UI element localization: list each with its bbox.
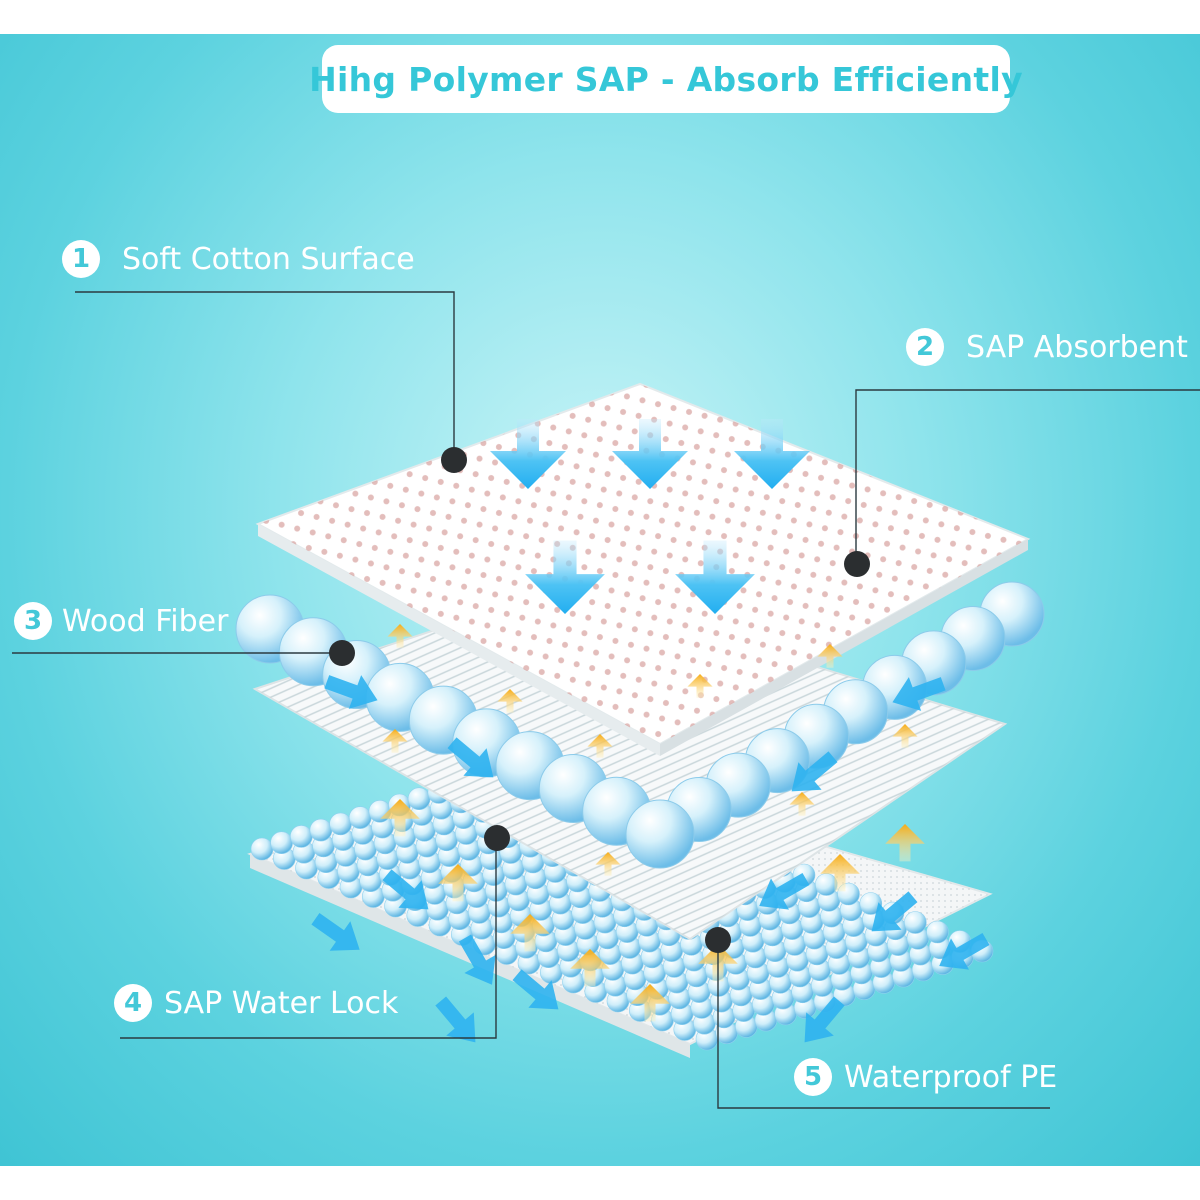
up-arrow xyxy=(885,824,925,862)
outflow-arrow xyxy=(447,737,494,778)
leader-line-soft-cotton xyxy=(75,291,455,458)
outflow-arrow xyxy=(382,869,429,910)
leader-line-sap-water-lock xyxy=(120,838,497,1039)
up-arrow xyxy=(687,674,713,698)
page-title: Hihg Polymer SAP - Absorb Efficiently xyxy=(309,59,1023,99)
up-arrow xyxy=(595,852,621,876)
up-arrow xyxy=(387,624,413,648)
up-arrow xyxy=(820,854,860,892)
outflow-arrow xyxy=(892,677,946,711)
layer-label: Waterproof PE xyxy=(844,1059,1058,1095)
sap-bead xyxy=(926,920,949,944)
outflow-arrow xyxy=(311,913,360,951)
sap-bead xyxy=(814,873,838,896)
label-soft-cotton-surface: 1 Soft Cotton Surface xyxy=(62,240,415,278)
marker-dot-5 xyxy=(705,927,731,953)
marker-dot-2 xyxy=(844,551,870,577)
flow-arrows xyxy=(311,419,990,1043)
leader-lines xyxy=(12,291,1200,1109)
number-badge: 1 xyxy=(62,240,100,278)
number-badge: 4 xyxy=(114,984,152,1022)
leader-line-waterproof-pe xyxy=(717,940,1050,1109)
sap-bead xyxy=(407,787,431,811)
down-arrow xyxy=(675,540,755,614)
diaper-layer-diagram xyxy=(12,291,1200,1109)
layer-sap-absorbent xyxy=(235,581,1045,869)
up-arrow xyxy=(817,644,843,668)
down-arrow xyxy=(612,419,688,489)
up-arrow xyxy=(630,984,670,1022)
label-sap-absorbent: 2 SAP Absorbent xyxy=(906,328,1188,366)
up-arrow xyxy=(789,792,815,816)
down-arrow xyxy=(734,419,810,489)
number-badge: 3 xyxy=(14,602,52,640)
outflow-arrow xyxy=(324,675,378,709)
up-arrow xyxy=(892,724,918,748)
outflow-arrow xyxy=(804,996,845,1043)
number-badge: 5 xyxy=(794,1058,832,1096)
sap-bead xyxy=(309,818,333,842)
number-badge: 2 xyxy=(906,328,944,366)
up-arrow xyxy=(380,799,420,837)
marker-dot-3 xyxy=(329,640,355,666)
absorbent-bead xyxy=(625,799,695,869)
diagram-background: Hihg Polymer SAP - Absorb Efficiently 1 … xyxy=(0,34,1200,1166)
up-arrow xyxy=(497,689,523,713)
sap-bead xyxy=(859,892,883,915)
title-banner: Hihg Polymer SAP - Absorb Efficiently xyxy=(309,45,1023,113)
marker-dot-4 xyxy=(484,825,510,851)
outflow-arrow xyxy=(435,996,476,1043)
outflow-arrow xyxy=(759,872,810,910)
layer-label: SAP Water Lock xyxy=(164,985,399,1021)
sap-bead xyxy=(289,825,313,848)
sap-bead xyxy=(329,812,352,836)
down-arrow xyxy=(525,540,605,614)
up-arrow xyxy=(438,864,478,902)
up-arrow xyxy=(510,914,550,952)
outflow-arrow xyxy=(791,751,838,792)
layer-soft-cotton-surface xyxy=(255,382,1031,756)
outflow-arrow xyxy=(458,934,496,985)
sap-bead xyxy=(903,911,927,934)
label-sap-water-lock: 4 SAP Water Lock xyxy=(114,984,398,1022)
leader-line-sap-absorbent xyxy=(855,389,1200,564)
outflow-arrow xyxy=(871,891,918,932)
outflow-arrow xyxy=(512,969,559,1010)
label-wood-fiber: 3 Wood Fiber xyxy=(14,602,228,640)
sap-bead xyxy=(348,806,372,829)
up-arrow xyxy=(382,729,408,753)
outflow-arrow xyxy=(939,932,990,970)
layer-label: SAP Absorbent xyxy=(966,329,1188,365)
marker-dot-1 xyxy=(441,447,467,473)
sap-bead xyxy=(250,837,274,861)
up-arrow xyxy=(587,734,613,758)
label-waterproof-pe: 5 Waterproof PE xyxy=(794,1058,1057,1096)
sap-bead xyxy=(270,831,293,855)
down-arrow xyxy=(490,419,566,489)
layer-label: Wood Fiber xyxy=(62,603,229,639)
leader-dots xyxy=(329,447,870,953)
up-arrow xyxy=(570,949,610,987)
layer-label: Soft Cotton Surface xyxy=(122,241,415,277)
sap-bead xyxy=(368,799,392,823)
